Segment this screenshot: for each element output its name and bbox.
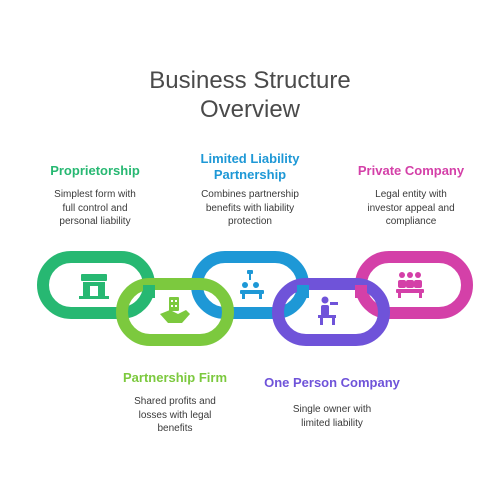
llp-block: Limited Liability Partnership Combines p… <box>175 151 325 229</box>
desc-line: limited liability <box>301 417 363 429</box>
one-person-company-title: One Person Company <box>264 375 400 390</box>
desc-line: personal liability <box>59 216 131 227</box>
desc-line: compliance <box>385 216 437 227</box>
private-company-block: Private Company Legal entity with invest… <box>336 163 486 229</box>
one-person-company-block: One Person Company Single owner with lim… <box>252 375 412 430</box>
desc-line: Shared profits and <box>134 396 216 407</box>
partnership-firm-title: Partnership Firm <box>122 370 228 385</box>
handshake-building-icon <box>160 297 190 323</box>
one-person-company-description: Single owner with limited liability <box>252 403 412 430</box>
desc-line: investor appeal and <box>367 202 455 214</box>
desc-line: Combines partnership <box>201 189 299 200</box>
chain-link-one-person-company <box>272 278 390 346</box>
desc-line: losses with legal <box>138 409 212 421</box>
proprietorship-title: Proprietorship <box>50 163 140 178</box>
page-title: Business Structure Overview <box>0 66 500 124</box>
title-line-1: Business Structure <box>149 67 351 94</box>
chain-link-partnership-firm <box>116 278 234 346</box>
desc-line: Legal entity with <box>375 189 447 200</box>
partnership-firm-block: Partnership Firm Shared profits and loss… <box>100 370 250 436</box>
desc-line: Simplest form with <box>54 189 136 200</box>
llp-title-line-2: Partnership <box>213 167 287 182</box>
desc-line: full control and <box>62 202 128 214</box>
desc-line: Single owner with <box>292 404 372 415</box>
proprietorship-block: Proprietorship Simplest form with full c… <box>25 163 165 229</box>
llp-title: Limited Liability Partnership <box>175 151 325 183</box>
desc-line: benefits with liability <box>205 202 295 214</box>
person-desk-icon <box>318 296 338 325</box>
private-company-description: Legal entity with investor appeal and co… <box>336 188 486 229</box>
partnership-firm-description: Shared profits and losses with legal ben… <box>100 395 250 436</box>
desc-line: protection <box>228 216 272 227</box>
llp-title-line-1: Limited Liability <box>200 151 300 166</box>
private-company-title: Private Company <box>357 163 465 178</box>
llp-description: Combines partnership benefits with liabi… <box>175 188 325 229</box>
meeting-table-icon <box>240 270 264 299</box>
storefront-icon <box>79 274 109 299</box>
proprietorship-description: Simplest form with full control and pers… <box>25 188 165 229</box>
title-line-2: Overview <box>199 96 301 123</box>
group-people-icon <box>396 272 424 298</box>
desc-line: benefits <box>157 423 193 434</box>
